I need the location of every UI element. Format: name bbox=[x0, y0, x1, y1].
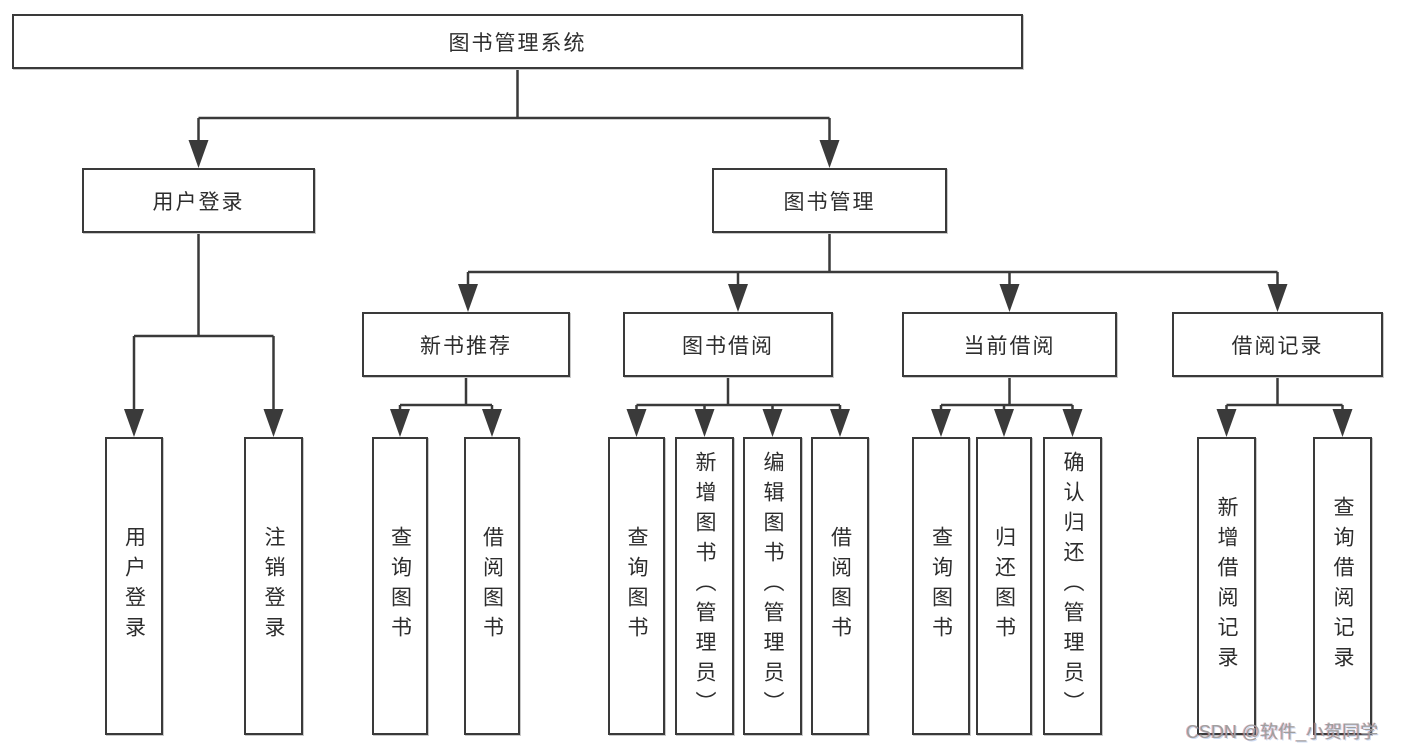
arrowhead bbox=[694, 409, 715, 437]
arrowhead bbox=[728, 284, 748, 312]
connector-borrowing-records-branch bbox=[1225, 377, 1344, 413]
node-library-management-system: 图书管理系统 bbox=[12, 14, 1023, 69]
arrowhead bbox=[994, 409, 1014, 437]
arrowhead bbox=[458, 284, 478, 312]
leaf-br-query-record: 查询借阅记录 bbox=[1313, 437, 1372, 735]
watermark: CSDN @软件_小贺同学 bbox=[1186, 722, 1379, 742]
leaf-cb-confirm-return: 确认归还（管理员） bbox=[1043, 437, 1102, 735]
node-current-borrowing: 当前借阅 bbox=[902, 312, 1117, 377]
connector-book-borrowing-branch bbox=[635, 377, 842, 413]
leaf-bb-add-books: 新增图书（管理员） bbox=[675, 437, 734, 735]
node-book-borrowing: 图书借阅 bbox=[623, 312, 833, 377]
connector-user-login-branch bbox=[132, 233, 275, 413]
arrowhead bbox=[999, 284, 1020, 312]
node-user-login: 用户登录 bbox=[82, 168, 315, 233]
arrowhead bbox=[1267, 284, 1288, 312]
connector-book-management-branch bbox=[466, 233, 1279, 288]
arrowhead bbox=[931, 409, 951, 437]
leaf-user-login-action: 用户登录 bbox=[105, 437, 163, 735]
arrowhead bbox=[830, 409, 850, 437]
connector-root-to-level2 bbox=[197, 69, 831, 144]
connector-new-book-branch bbox=[398, 377, 494, 413]
arrowhead bbox=[263, 409, 284, 437]
arrowhead bbox=[390, 409, 410, 437]
arrowhead bbox=[482, 409, 502, 437]
arrowhead bbox=[762, 409, 783, 437]
leaf-nbr-borrow-books: 借阅图书 bbox=[464, 437, 520, 735]
node-new-book-recommend: 新书推荐 bbox=[362, 312, 570, 377]
arrowhead bbox=[626, 409, 647, 437]
leaf-bb-query-books: 查询图书 bbox=[608, 437, 665, 735]
leaf-nbr-query-books: 查询图书 bbox=[372, 437, 428, 735]
arrowhead bbox=[188, 140, 209, 168]
arrowhead bbox=[1062, 409, 1083, 437]
connector-current-borrowing-branch bbox=[939, 377, 1074, 413]
arrowhead bbox=[819, 140, 840, 168]
leaf-cb-query-books: 查询图书 bbox=[912, 437, 970, 735]
arrowhead bbox=[1216, 409, 1237, 437]
leaf-bb-edit-books: 编辑图书（管理员） bbox=[743, 437, 802, 735]
leaf-logout-action: 注销登录 bbox=[244, 437, 303, 735]
node-borrowing-records: 借阅记录 bbox=[1172, 312, 1383, 377]
leaf-br-add-record: 新增借阅记录 bbox=[1197, 437, 1256, 735]
arrowhead bbox=[1332, 409, 1353, 437]
leaf-cb-return-books: 归还图书 bbox=[976, 437, 1032, 735]
leaf-bb-borrow-books: 借阅图书 bbox=[811, 437, 869, 735]
arrowhead bbox=[124, 409, 144, 437]
node-book-management: 图书管理 bbox=[712, 168, 947, 233]
